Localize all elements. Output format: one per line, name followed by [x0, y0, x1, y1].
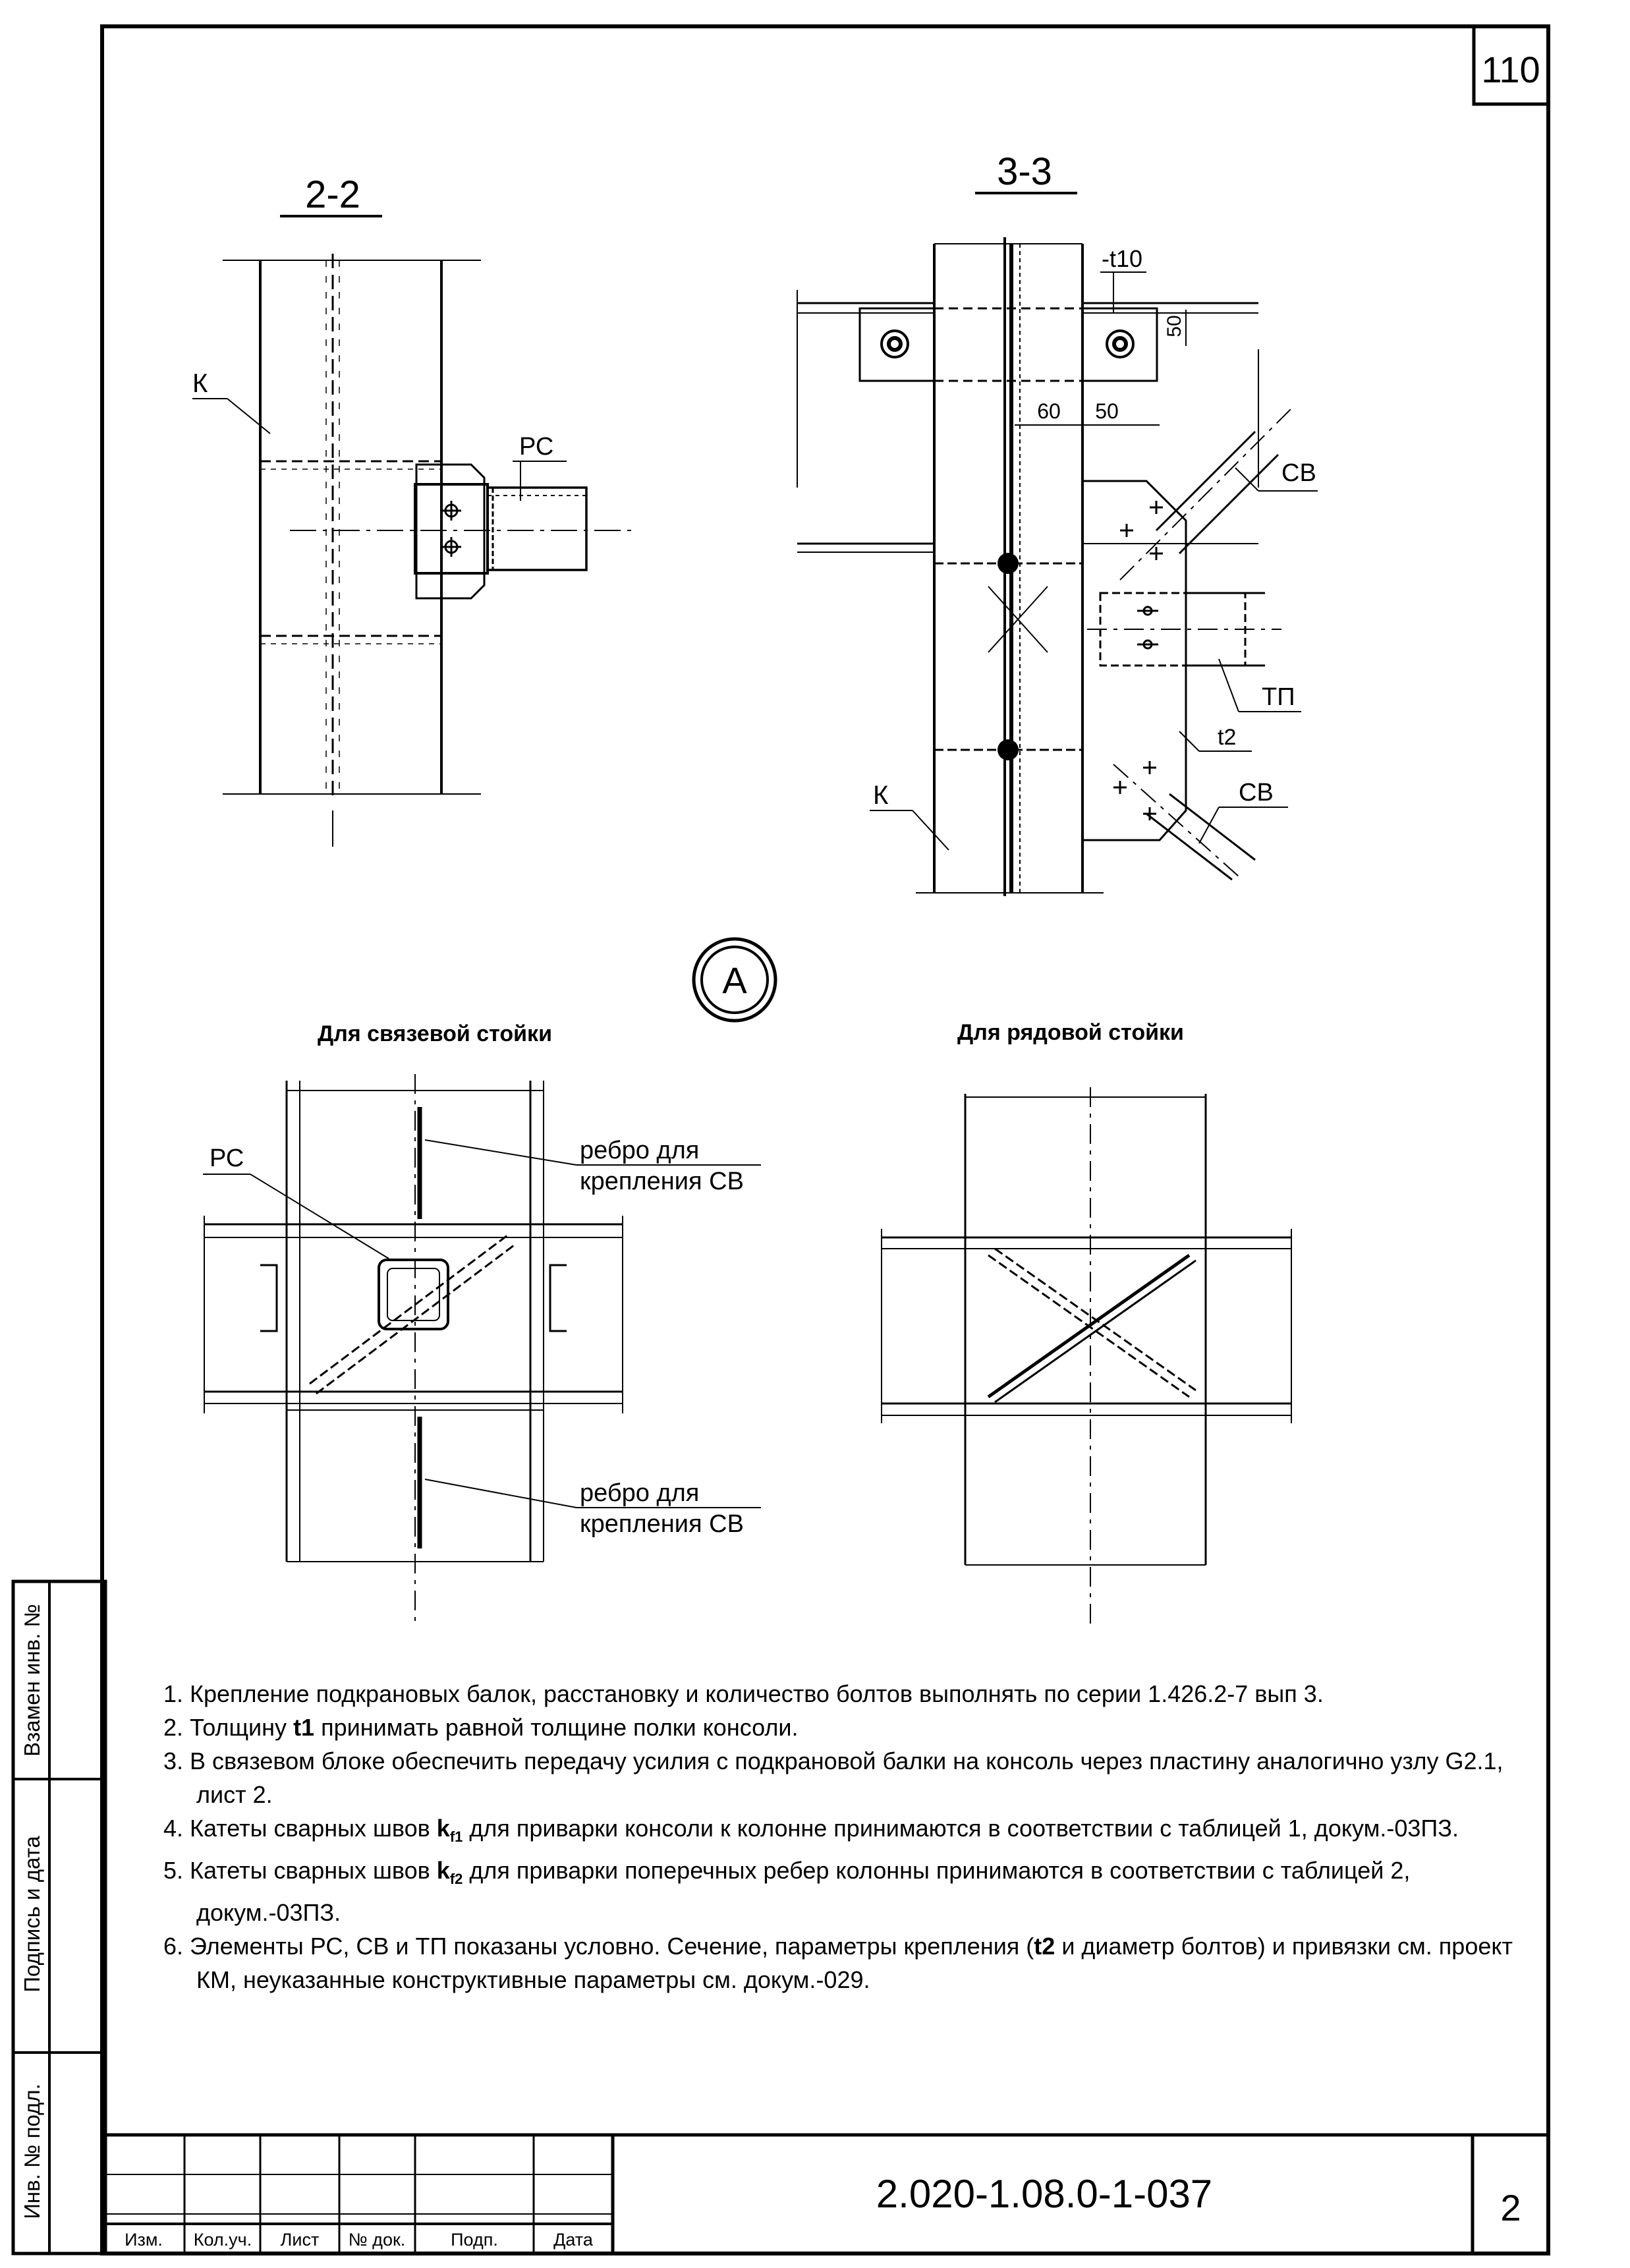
rib-top-label-2: крепления СВ — [580, 1168, 744, 1195]
notes-list: 1. Крепление подкрановых балок, расстано… — [163, 1677, 1534, 1997]
page-number-bottom: 2 — [1500, 2187, 1521, 2228]
tp-label: ТП — [1262, 683, 1295, 711]
rib-bottom-label-1: ребро для — [580, 1479, 699, 1507]
section-2-2: 2-2 К РС — [192, 173, 632, 847]
note-5: 5. Катеты сварных швов kf2 для приварки … — [163, 1857, 1411, 1927]
side-field-replace: Взамен инв. № — [20, 1604, 44, 1757]
note-1: 1. Крепление подкрановых балок, расстано… — [163, 1680, 1324, 1707]
page-number-top: 110 — [1481, 49, 1540, 90]
sv-top-label: СВ — [1281, 459, 1316, 487]
page-number-box — [1472, 24, 1550, 106]
section-2-2-column-label: К — [192, 369, 208, 398]
section-3-3: 3-3 — [797, 150, 1318, 896]
dim-50: 50 — [1095, 399, 1119, 423]
title-block: 2.020-1.08.0-1-037 2 Изм. Кол.уч. Лист №… — [102, 2133, 1548, 2254]
side-field-sign: Подпись и дата — [20, 1836, 44, 1993]
sv-bottom-label: СВ — [1239, 779, 1274, 807]
node-a-rs-label: РС — [210, 1145, 244, 1172]
note-2: 2. Толщину t1 принимать равной толщине п… — [163, 1714, 799, 1741]
node-a-marker: А — [692, 937, 777, 1023]
right-detail-title: Для рядовой стойки — [957, 1020, 1184, 1045]
rib-bottom-label-2: крепления СВ — [580, 1510, 744, 1538]
tb-col-data: Дата — [553, 2230, 594, 2250]
tb-col-list: Лист — [281, 2230, 320, 2250]
side-field-inv: Инв. № подл. — [20, 2084, 44, 2219]
tb-col-doc: № док. — [349, 2230, 406, 2250]
rib-top-label-1: ребро для — [580, 1137, 699, 1164]
designation: 2.020-1.08.0-1-037 — [876, 2172, 1212, 2216]
left-detail-title: Для связевой стойки — [318, 1021, 552, 1046]
side-stamp — [11, 1579, 107, 2255]
section-2-2-title: 2-2 — [305, 173, 360, 216]
tb-col-izm: Изм. — [125, 2230, 163, 2250]
note-6: 6. Элементы РС, СВ и ТП показаны условно… — [163, 1933, 1513, 1994]
note-4: 4. Катеты сварных швов kf1 для приварки … — [163, 1815, 1459, 1846]
ordinary-column-detail — [881, 1087, 1292, 1628]
dim-50-vertical: 50 — [1164, 315, 1185, 337]
tb-col-kol: Кол.уч. — [194, 2230, 252, 2250]
node-a-letter: А — [722, 959, 747, 1001]
note-3: 3. В связевом блоке обеспечить передачу … — [163, 1747, 1504, 1808]
tb-col-podp: Подп. — [451, 2230, 498, 2250]
dim-60: 60 — [1037, 399, 1061, 423]
bracing-column-detail: РС ребро для крепления СВ ребро для креп… — [203, 1074, 761, 1628]
t2-label: t2 — [1218, 725, 1236, 750]
section-2-2-rs-label: РС — [519, 433, 553, 461]
section-3-3-column-label: К — [873, 781, 889, 810]
sheet-frame — [100, 24, 1550, 2255]
section-3-3-title: 3-3 — [997, 150, 1052, 193]
plate-t10-label: -t10 — [1102, 245, 1142, 272]
